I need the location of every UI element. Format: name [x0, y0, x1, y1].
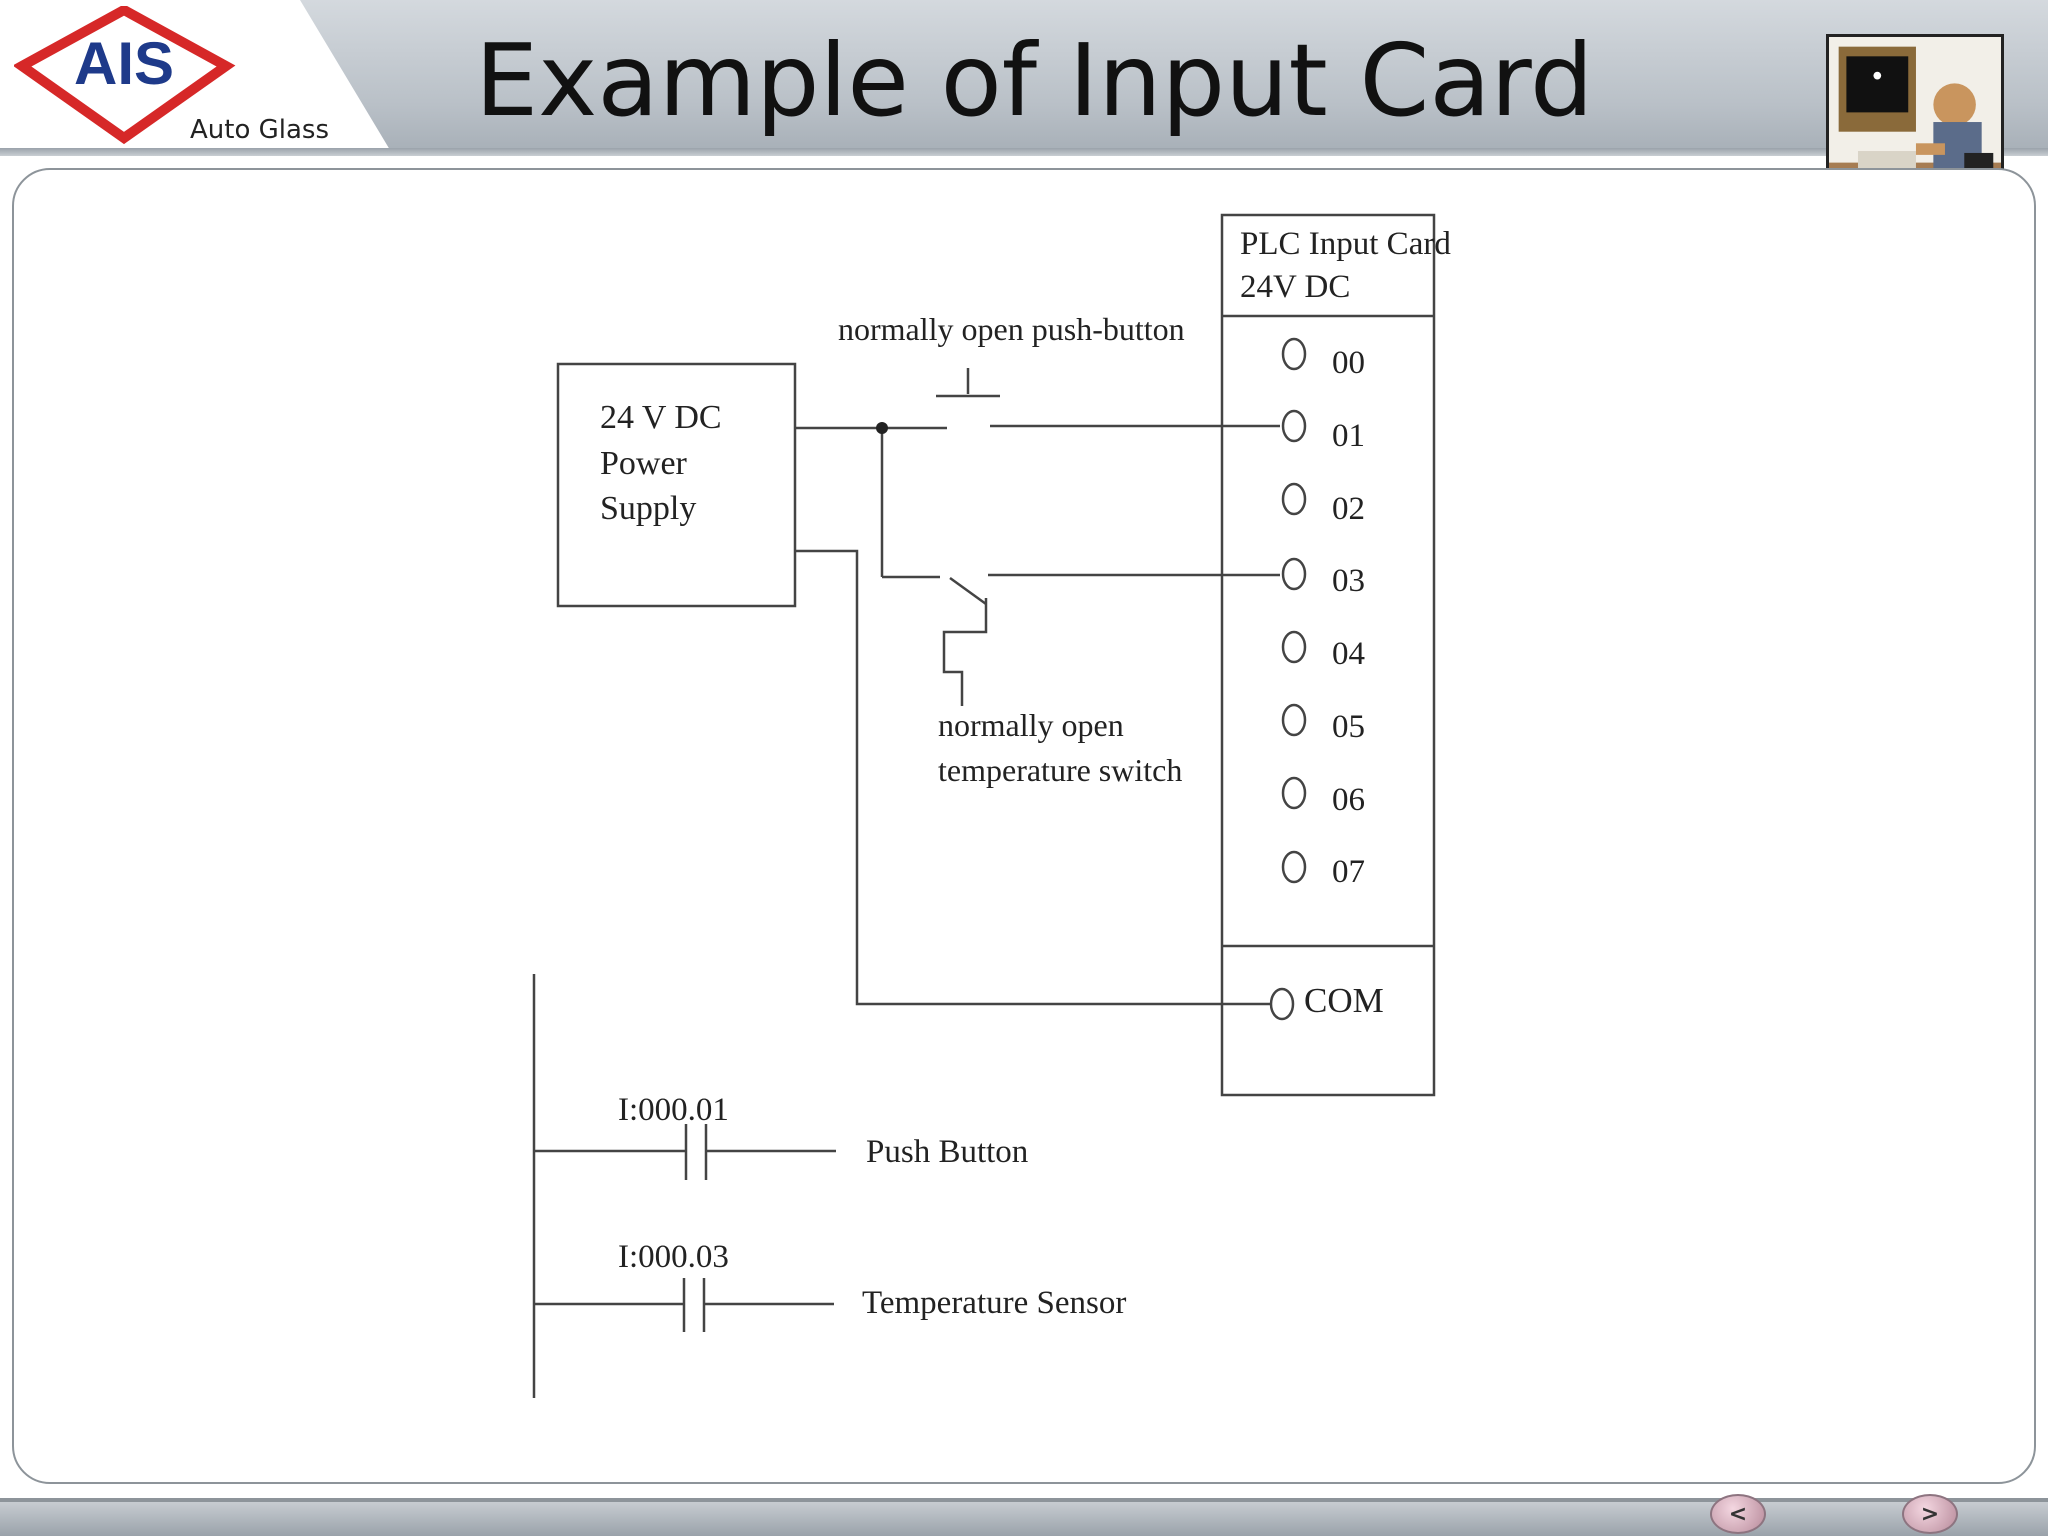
content-frame [12, 168, 2036, 1484]
plc-card-title-line1: PLC Input Card [1240, 226, 1451, 262]
terminal-05-label: 05 [1332, 709, 1365, 745]
terminal-03-label: 03 [1332, 563, 1365, 599]
terminal-07-circle [1281, 850, 1307, 884]
rung1-address: I:000.01 [618, 1092, 729, 1128]
wire-junction-dot [876, 422, 888, 434]
terminal-06-label: 06 [1332, 782, 1365, 818]
terminal-04-label: 04 [1332, 636, 1365, 672]
page-title: Example of Input Card [475, 22, 1594, 139]
rung2-label: Temperature Sensor [862, 1285, 1126, 1321]
terminal-06-circle [1281, 776, 1307, 810]
power-supply-box [556, 362, 797, 608]
logo-diamond-inner [44, 24, 204, 122]
next-slide-button[interactable]: > [1902, 1494, 1958, 1534]
prev-slide-button[interactable]: < [1710, 1494, 1766, 1534]
right-arrow-icon: > [1920, 1501, 1940, 1527]
terminal-com-circle [1269, 987, 1295, 1021]
ais-logo: AIS Auto Glass [14, 6, 329, 145]
terminal-02-circle [1281, 482, 1307, 516]
terminal-03-circle [1281, 557, 1307, 591]
terminal-00-label: 00 [1332, 345, 1365, 381]
terminal-01-circle [1281, 409, 1307, 443]
rung2-address: I:000.03 [618, 1239, 729, 1275]
rung1-label: Push Button [866, 1134, 1028, 1170]
terminal-00-circle [1281, 337, 1307, 371]
power-supply-line2: Power [600, 445, 688, 482]
temp-switch-blade [949, 576, 987, 606]
pushbutton-label: normally open push-button [838, 311, 1185, 347]
left-arrow-icon: < [1728, 1501, 1748, 1527]
terminal-01-label: 01 [1332, 418, 1365, 454]
logo-text: AIS [74, 30, 174, 97]
plc-card-title-line2: 24V DC [1240, 269, 1350, 305]
terminal-com-label: COM [1304, 981, 1384, 1020]
terminal-04-circle [1281, 630, 1307, 664]
temp-switch-label-line2: temperature switch [938, 752, 1182, 788]
wire-supply-to-com [795, 549, 1270, 1006]
plc-card-box [1220, 213, 1436, 1097]
power-supply-line3: Supply [600, 490, 696, 527]
terminal-07-label: 07 [1332, 854, 1365, 890]
power-supply-line1: 24 V DC [600, 399, 722, 436]
terminal-02-label: 02 [1332, 491, 1365, 527]
temp-switch-element [942, 598, 988, 706]
slide-footer [0, 1498, 2048, 1536]
logo-diamond [14, 6, 236, 145]
header-rule [0, 148, 2048, 156]
terminal-05-circle [1281, 703, 1307, 737]
temp-switch-label-line1: normally open [938, 707, 1124, 743]
logo-subtext: Auto Glass [190, 115, 329, 145]
